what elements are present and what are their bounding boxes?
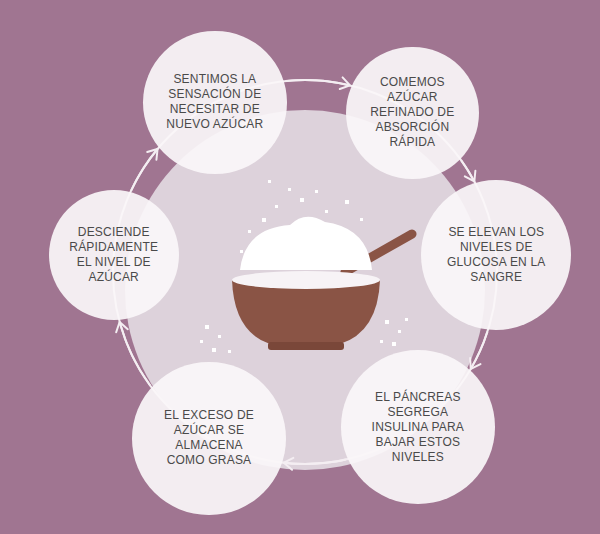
step-circle: EL EXCESO DE AZÚCAR SE ALMACENA COMO GRA… xyxy=(132,362,285,515)
cycle-arrow xyxy=(131,149,157,191)
cycle-arrow xyxy=(284,458,346,470)
step-circle: SE ELEVAN LOS NIVELES DE GLUCOSA EN LA S… xyxy=(421,180,571,330)
step-circle: SENTIMOS LA SENSACIÓN DE NECESITAR DE NU… xyxy=(143,31,287,175)
step-circle: DESCIENDE RÁPIDAMENTE EL NIVEL DE AZÚCAR xyxy=(49,190,179,320)
bowl-base xyxy=(268,342,344,350)
step-circle: EL PÁNCREAS SEGREGA INSULINA PARA BAJAR … xyxy=(341,350,495,504)
step-text: DESCIENDE RÁPIDAMENTE EL NIVEL DE AZÚCAR xyxy=(64,225,164,285)
step-text: SENTIMOS LA SENSACIÓN DE NECESITAR DE NU… xyxy=(165,72,265,132)
step-text: COMEMOS AZÚCAR REFINADO DE ABSORCIÓN RÁP… xyxy=(362,75,462,150)
bowl xyxy=(232,280,380,344)
bowl-rim xyxy=(232,271,380,289)
step-text: EL PÁNCREAS SEGREGA INSULINA PARA BAJAR … xyxy=(368,390,468,465)
step-text: EL EXCESO DE AZÚCAR SE ALMACENA COMO GRA… xyxy=(159,408,259,468)
cycle-arrow xyxy=(470,332,487,369)
step-circle: COMEMOS AZÚCAR REFINADO DE ABSORCIÓN RÁP… xyxy=(346,47,478,179)
cycle-arrow xyxy=(116,322,150,386)
sugar-grains xyxy=(200,180,408,353)
cycle-arrow xyxy=(285,77,349,89)
cycle-arrow xyxy=(461,160,475,181)
step-text: SE ELEVAN LOS NIVELES DE GLUCOSA EN LA S… xyxy=(446,225,546,285)
sugar-mound xyxy=(240,217,372,270)
